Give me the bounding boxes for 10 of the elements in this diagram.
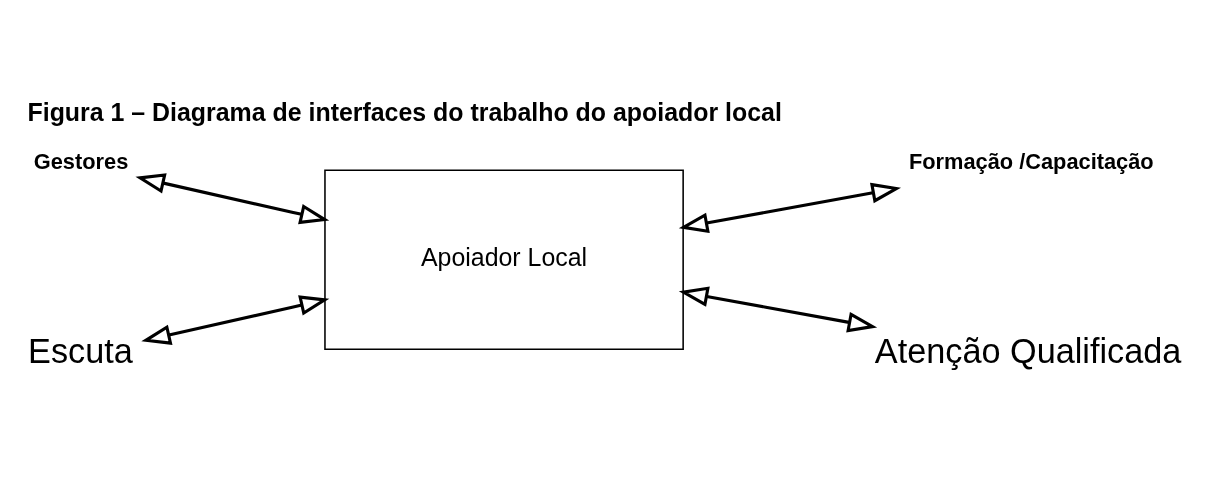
node-box: Apoiador Local xyxy=(324,168,684,350)
arrow xyxy=(678,285,878,332)
node-text: Formação /Capacitação xyxy=(908,148,1154,174)
node-text: Gestores xyxy=(33,148,129,174)
node-text: Escuta xyxy=(28,331,133,370)
arrow xyxy=(141,294,330,345)
arrow xyxy=(678,182,901,233)
diagram-title: Figura 1 – Diagrama de interfaces do trabalho do apoiador local xyxy=(27,97,782,126)
node-text: Atenção Qualificada xyxy=(874,331,1182,370)
arrow xyxy=(135,172,330,224)
